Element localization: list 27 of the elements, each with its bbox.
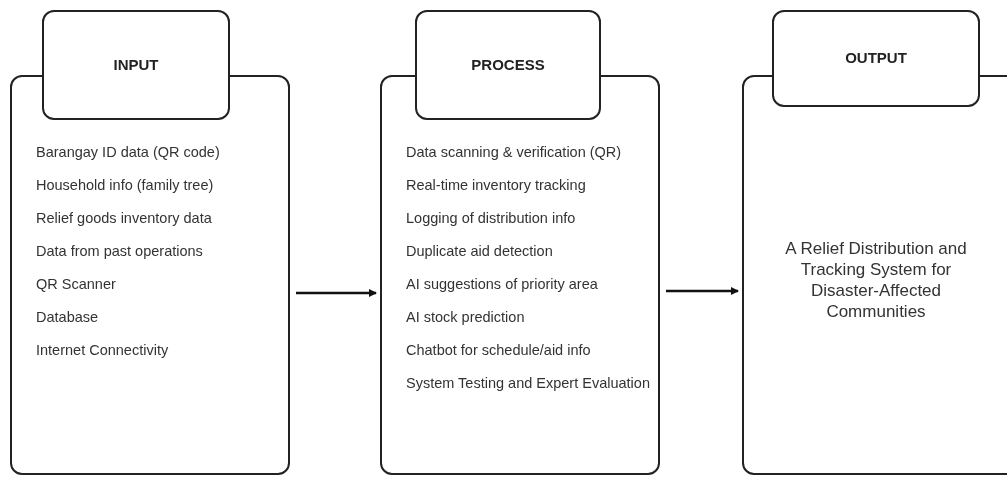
panel [742,75,1007,475]
header-box [772,10,980,107]
section-heading: INPUT [113,54,159,75]
section-heading: PROCESS [471,54,545,75]
list-item: QR Scanner [36,275,117,293]
list-item: Data scanning & verification (QR) [406,143,623,161]
panel [380,75,660,475]
list-item: Internet Connectivity [36,341,170,359]
header-box [415,10,601,120]
output-text: A Relief Distribution and Tracking System for Disaster-Affected Communities [784,238,968,322]
list-item: Logging of distribution info [406,209,577,227]
list-item: Chatbot for schedule/aid info [406,341,592,359]
list-item: Data from past operations [36,242,204,260]
header-box [42,10,230,120]
arrow [666,287,739,295]
section-heading: OUTPUT [845,48,907,69]
list-item: Real-time inventory tracking [406,176,587,194]
list-item: System Testing and Expert Evaluation [406,374,651,392]
list-item: AI suggestions of priority area [406,275,599,293]
panel [10,75,290,475]
list-item: Relief goods inventory data [36,209,213,227]
list-item: Barangay ID data (QR code) [36,143,221,161]
list-item: AI stock prediction [406,308,526,326]
list-item: Household info (family tree) [36,176,215,194]
arrow [296,289,377,297]
list-item: Duplicate aid detection [406,242,554,260]
list-item: Database [36,308,100,326]
